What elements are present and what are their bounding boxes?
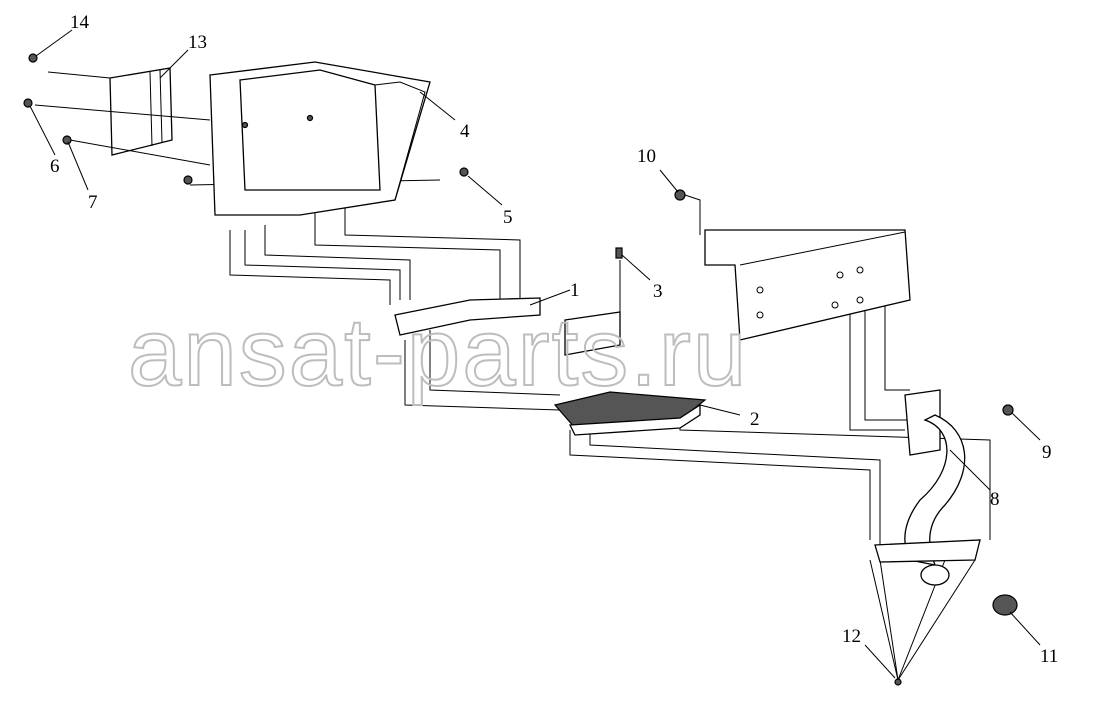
- callout-12: 12: [842, 626, 861, 647]
- callout-10: 10: [637, 146, 656, 167]
- callout-13: 13: [188, 32, 207, 53]
- bolt-14-icon: [28, 53, 38, 63]
- callout-2: 2: [750, 409, 760, 430]
- leader-lines: [29, 29, 1041, 679]
- callout-3: 3: [653, 281, 663, 302]
- callout-7: 7: [88, 192, 98, 213]
- callout-6: 6: [50, 156, 60, 177]
- part-8-support-tube: [874, 389, 1018, 616]
- bolt-5-icon: [459, 167, 469, 177]
- bolt-9-icon: [1002, 404, 1014, 416]
- screw-3-icon: [615, 247, 623, 259]
- nut-10-icon: [674, 189, 686, 201]
- callout-4: 4: [460, 121, 470, 142]
- callout-1: 1: [570, 280, 580, 301]
- bolt-7-icon: [62, 135, 72, 145]
- watermark: ansat-parts.ru: [128, 299, 748, 406]
- part-2-step: [553, 391, 707, 436]
- callout-11: 11: [1040, 646, 1058, 667]
- part-13-bracket: [109, 67, 173, 156]
- part-1-bracket: [394, 297, 621, 356]
- callout-14: 14: [70, 12, 90, 33]
- frame-rail: [704, 229, 911, 341]
- callout-9: 9: [1042, 442, 1052, 463]
- callout-8: 8: [990, 489, 1000, 510]
- callout-5: 5: [503, 207, 513, 228]
- bolt-6-icon: [23, 98, 33, 108]
- part-4-storage-box: [209, 61, 431, 216]
- bolt-12-icon: [894, 678, 902, 686]
- fasteners: [23, 53, 1014, 686]
